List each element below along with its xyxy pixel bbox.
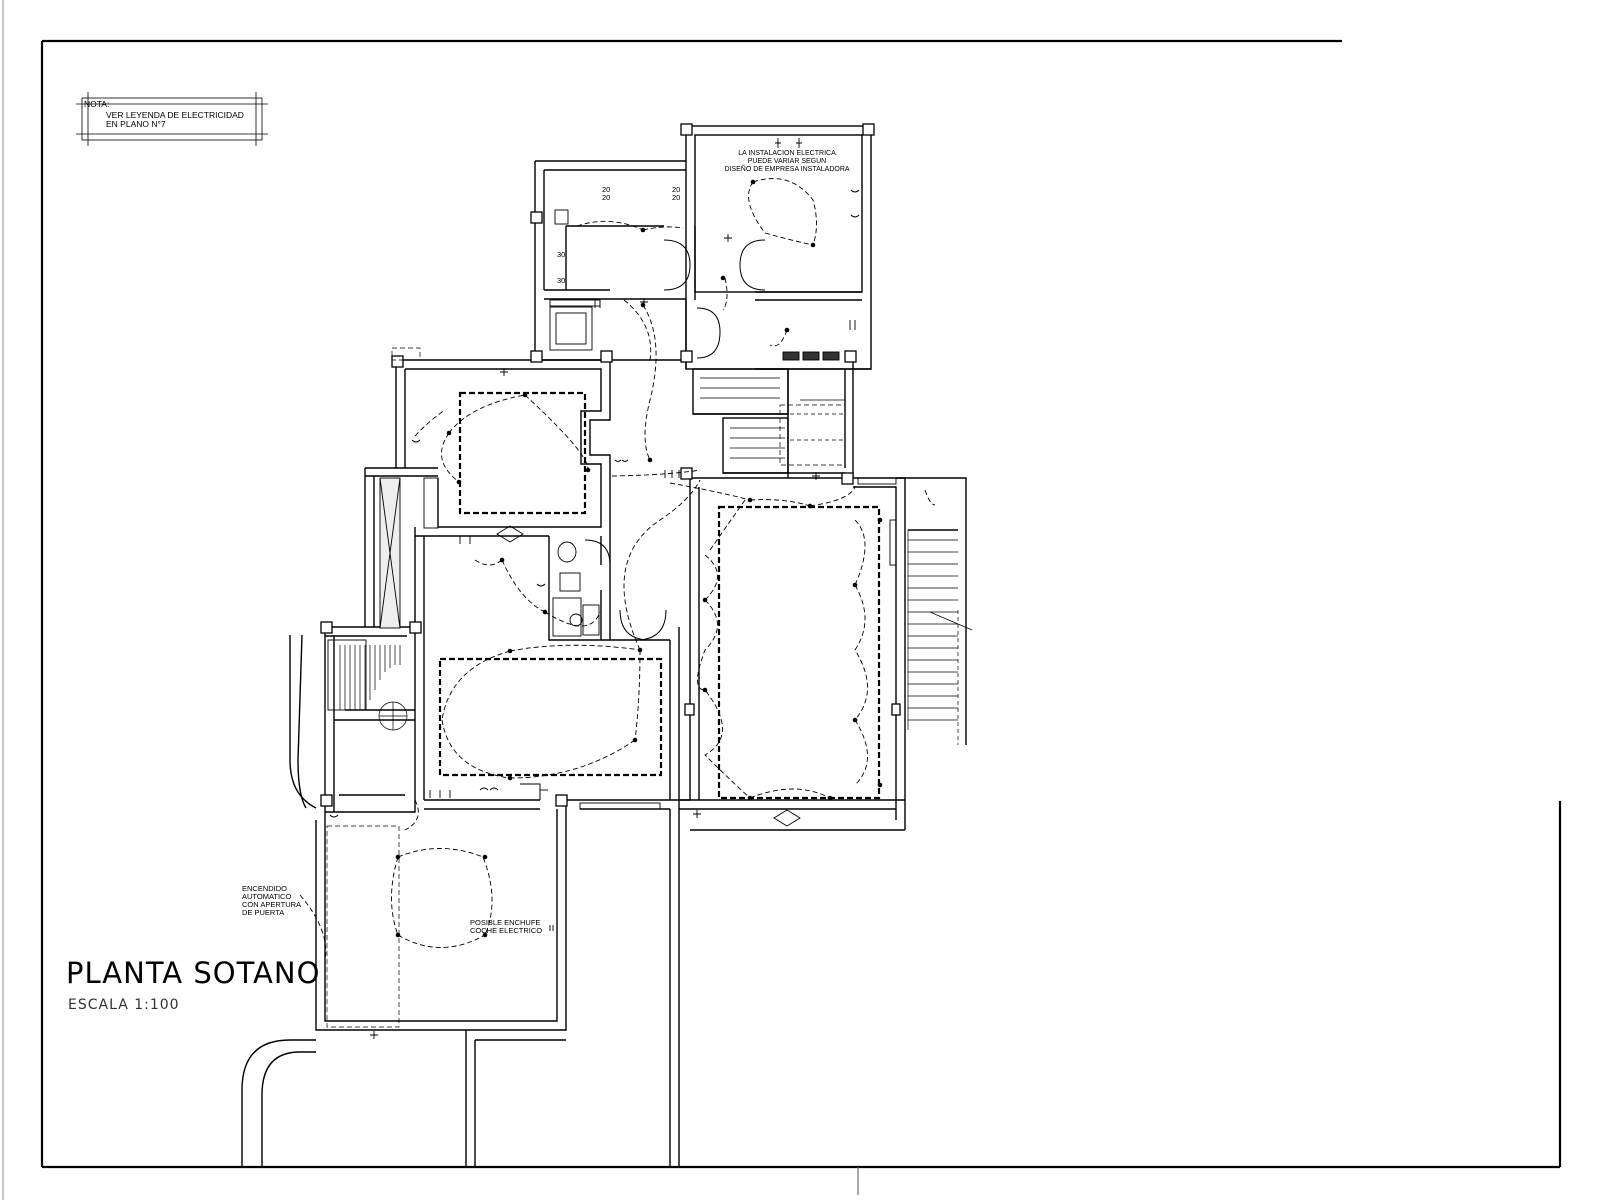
wiring (299, 178, 936, 961)
dashed-outlines (326, 347, 846, 1028)
ev-charger-label: POSIBLE ENCHUFE COCHE ELECTRICO (470, 919, 550, 935)
walls (241, 125, 967, 1167)
auto-light-line: CON APERTURA (242, 900, 302, 909)
circuit-label: 30 (557, 250, 566, 259)
auto-light-line: AUTOMATICO (242, 892, 292, 901)
doors (520, 239, 766, 800)
stair-treads (339, 377, 973, 745)
drawing-scale: ESCALA 1:100 (68, 997, 180, 1013)
fixtures (327, 209, 897, 827)
install-note-line: LA INSTALACION ELECTRICA (738, 150, 836, 157)
auto-light-line: DE PUERTA (242, 908, 285, 917)
circuit-label: 20 (602, 185, 611, 194)
auto-light-label: ENCENDIDO AUTOMATICO CON APERTURA DE PUE… (242, 885, 302, 917)
circuit-label: 20 (602, 193, 611, 202)
sheet-frame (2, 0, 1562, 1200)
note-line: VER LEYENDA DE ELECTRICIDAD (106, 110, 244, 120)
auto-light-line: ENCENDIDO (242, 884, 288, 893)
note-box-frame (76, 92, 268, 146)
wiring-points (395, 179, 883, 938)
note-box: NOTA: VER LEYENDA DE ELECTRICIDAD EN PLA… (82, 98, 262, 140)
circuit-label: 20 (672, 185, 681, 194)
note-title: NOTA: (84, 99, 110, 109)
circuit-label: 20 (672, 193, 681, 202)
electrical-symbols (329, 138, 860, 1039)
ev-charger-line: COCHE ELECTRICO (470, 926, 543, 935)
install-note: LA INSTALACION ELECTRICA PUEDE VARIAR SE… (722, 150, 852, 174)
note-line: EN PLANO N°7 (106, 119, 166, 129)
install-note-line: DISEÑO DE EMPRESA INSTALADORA (724, 166, 850, 173)
luminaire-outlines (438, 391, 881, 800)
install-note-line: PUEDE VARIAR SEGUN (747, 158, 827, 165)
columns (320, 123, 901, 807)
circuit-label: 30 (557, 276, 566, 285)
drawing-title: PLANTA SOTANO (66, 956, 321, 990)
ev-charger-line: POSIBLE ENCHUFE (470, 918, 541, 927)
